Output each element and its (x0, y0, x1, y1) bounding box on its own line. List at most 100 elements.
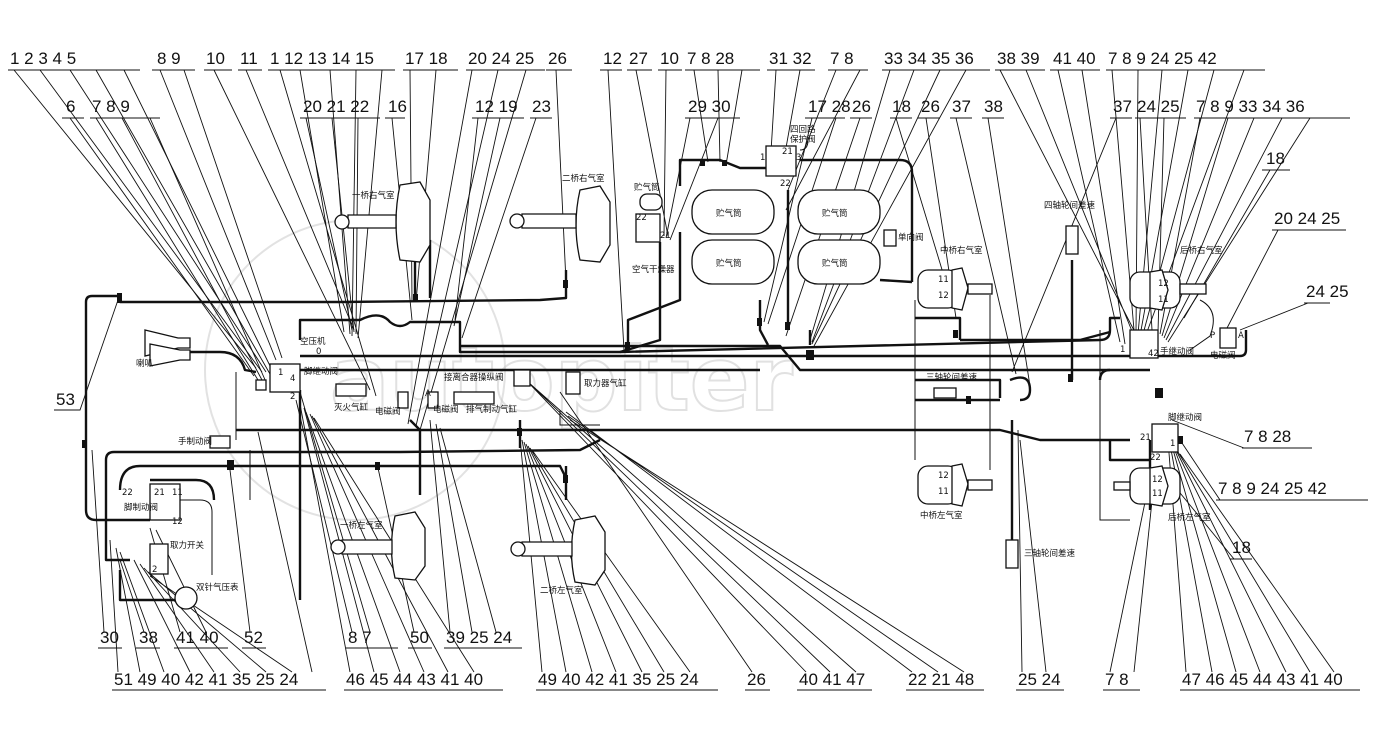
callout-group: 8 9 (157, 49, 181, 68)
callout-group: 24 25 (1306, 282, 1349, 301)
component-label: 双针气压表 (196, 582, 239, 593)
callout-group: 20 21 22 (303, 97, 369, 116)
callout-group: 18 (1232, 538, 1251, 557)
port-number: 1 (760, 153, 765, 163)
port-number: 22 (636, 213, 647, 223)
fire-cylinder: 灭火气缸 (334, 383, 369, 413)
port-number: 21 (660, 231, 671, 241)
component-label: 取力器气缸 (584, 378, 627, 389)
callout-group: 11 (240, 49, 258, 68)
chamber-axle1-right: 一桥右气室 (334, 181, 431, 263)
callout-group: 25 24 (1018, 670, 1061, 689)
callouts-right: 18 20 24 25 24 25 7 8 28 7 8 9 24 25 42 … (1216, 149, 1368, 560)
port-number: A (1238, 331, 1244, 341)
chamber-label: 一桥左气室 (340, 520, 383, 531)
port-number: 11 (1152, 489, 1163, 499)
horn: 喇叭 (136, 329, 191, 369)
chamber-label: 后桥右气室 (1180, 245, 1223, 256)
callout-group: 17 18 (405, 49, 448, 68)
chamber-mid-right: 中桥右气室 11 12 (917, 245, 993, 311)
component-label: 三轴轮间差速 (1024, 548, 1076, 559)
thin-pipes (160, 139, 1214, 575)
callouts-top-row: 1 2 3 4 5 8 9 10 11 1 12 13 14 15 17 18 … (8, 49, 1265, 71)
port-number: 22 (780, 179, 791, 189)
valve-label: 脚继动阀 (304, 366, 338, 377)
port-number: 12 (938, 471, 949, 481)
port-number: 4 (290, 374, 295, 384)
component-label: 四轴轮间差速 (1044, 200, 1096, 211)
callout-group: 7 8 9 33 34 36 (1196, 97, 1305, 116)
component-label: 接离合器操纵阀 (444, 372, 504, 383)
axle3-differential-lock-upper: 三轴轮间差速 (926, 372, 978, 399)
port-number: 1 (278, 368, 283, 378)
chamber-label: 中桥左气室 (920, 510, 963, 521)
callout-group: 39 25 24 (446, 628, 512, 647)
callout-group: 23 (532, 97, 551, 116)
callout-group: 6 (66, 97, 75, 116)
port-number: 22 (1150, 453, 1161, 463)
axle4-differential-lock: 四轴轮间差速 (1044, 200, 1096, 255)
port-number: 1 (1120, 345, 1125, 355)
callout-group: 49 40 42 41 35 25 24 (538, 670, 699, 689)
callout-group: 7 8 (1105, 670, 1129, 689)
exhaust-brake-cylinder: 排气制动气缸 (453, 391, 518, 415)
port-number: 12 (172, 517, 183, 527)
callouts-bottom-row2: 51 49 40 42 41 35 25 24 46 45 44 43 41 4… (112, 670, 1360, 691)
component-label: 脚继动阀 (1168, 412, 1202, 423)
component-label: 取力开关 (170, 540, 205, 551)
callout-group: 7 8 9 (92, 97, 130, 116)
callout-group: 20 24 25 (1274, 209, 1340, 228)
callout-group: 40 41 47 (799, 670, 865, 689)
callout-group: 26 (852, 97, 871, 116)
solenoid-valve-2: A 电磁阀 (425, 389, 459, 415)
port-number: 11 (938, 487, 949, 497)
component-label: 电磁阀 (375, 406, 401, 417)
component-label: 排气制动气缸 (466, 404, 518, 415)
callout-group: 50 (410, 628, 429, 647)
check-valve: 单向阀 (883, 229, 924, 247)
callout-group: 27 (629, 49, 648, 68)
callout-group: 7 8 28 (687, 49, 734, 68)
chamber-axle2-left: 二桥左气室 (510, 515, 606, 596)
callout-group: 46 45 44 43 41 40 (346, 670, 483, 689)
callout-group: 51 49 40 42 41 35 25 24 (114, 670, 298, 689)
component-label: 手制动阀 (178, 436, 212, 447)
port-number: 12 (1158, 279, 1169, 289)
port-number: A (425, 389, 431, 399)
foot-brake-valve: 脚制动阀 22 21 11 12 (122, 483, 183, 527)
chamber-label: 二桥左气室 (540, 585, 583, 596)
port-number: 11 (938, 275, 949, 285)
tank-label: 贮气筒 (716, 208, 742, 219)
callout-group: 37 (1113, 97, 1132, 116)
pto-switch: 取力开关 2 (149, 540, 205, 575)
rear-solenoid-valve: 电磁阀 P A (1210, 327, 1244, 361)
port-number: 21 (1140, 433, 1151, 443)
callout-group: 18 (892, 97, 911, 116)
hand-relay-valve: 手继动阀 42 1 (1120, 329, 1194, 359)
callout-group: 18 (1266, 149, 1285, 168)
port-number: 2 (290, 392, 295, 402)
callout-group: 10 (660, 49, 679, 68)
callout-group: 47 46 45 44 43 41 40 (1182, 670, 1343, 689)
horn-label: 喇叭 (136, 358, 154, 369)
callout-group: 12 (603, 49, 622, 68)
callout-group: 41 40 (1053, 49, 1096, 68)
port-number: P (1210, 331, 1215, 341)
port-number: 21 (782, 147, 793, 157)
four-circuit-protection-valve: 四回路 保护阀 1 21 3 22 (760, 124, 816, 189)
clutch-control-valve: 接离合器操纵阀 (444, 369, 531, 387)
chamber-mid-left: 中桥左气室 12 11 (917, 463, 993, 521)
callout-group: 31 32 (769, 49, 812, 68)
air-tanks: 贮气筒 贮气筒 贮气筒 贮气筒 (691, 189, 881, 285)
chamber-label: 中桥右气室 (940, 245, 983, 256)
callout-group: 26 (747, 670, 766, 689)
port-number: 3 (796, 153, 801, 163)
callout-group: 37 (952, 97, 971, 116)
callout-group: 7 8 9 24 25 42 (1108, 49, 1217, 68)
port-number: 42 (1148, 349, 1159, 359)
pipe-fittings (82, 160, 1183, 483)
callout-group: 53 (56, 390, 75, 409)
callout-group: 33 34 35 36 (884, 49, 974, 68)
callout-group: 26 (548, 49, 567, 68)
